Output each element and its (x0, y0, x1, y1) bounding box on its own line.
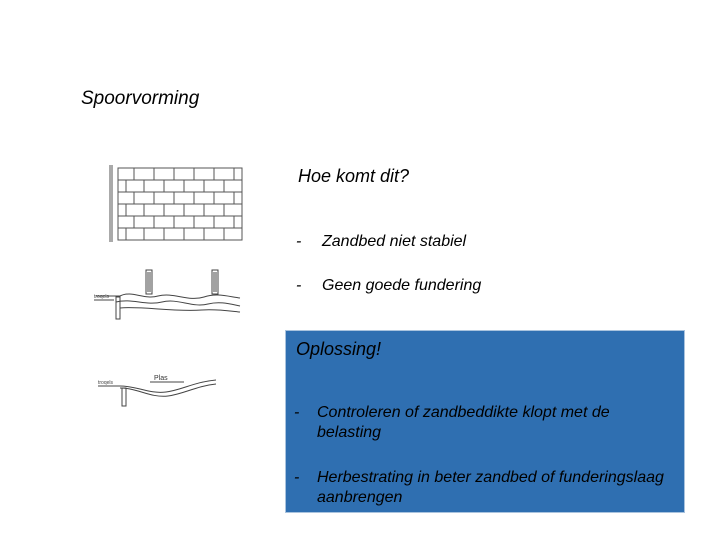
curb-label-2: troqels (98, 380, 114, 386)
bullet-dash: - (294, 404, 300, 421)
bullet-dash: - (296, 277, 302, 294)
solution-item: - Herbestrating in beter zandbed of fund… (294, 468, 674, 508)
cause-text: Zandbed niet stabiel (322, 233, 467, 250)
solution-text: Controleren of zandbeddikte klopt met de… (317, 404, 610, 441)
solution-text: Herbestrating in beter zandbed of funder… (317, 469, 664, 506)
bullet-dash: - (294, 469, 300, 486)
solution-title: Oplossing! (296, 339, 382, 359)
curb-label: troqels (94, 294, 110, 300)
slide-title: Spoorvorming (81, 88, 200, 109)
plas-label: Plas (154, 375, 168, 382)
cause-item: - Zandbed niet stabiel (296, 233, 466, 251)
cause-question: Hoe komt dit? (298, 166, 410, 186)
bullet-dash: - (296, 233, 302, 250)
puddle-illustration: Plas troqels (98, 375, 217, 407)
solution-item: - Controleren of zandbeddikte klopt met … (294, 403, 674, 443)
cause-item: - Geen goede fundering (296, 277, 481, 295)
solution-box: Oplossing! - Controleren of zandbeddikte… (285, 330, 685, 513)
brick-wall-illustration (109, 165, 243, 242)
rutting-profile-illustration: troqels (94, 269, 241, 320)
cause-text: Geen goede fundering (322, 277, 482, 294)
